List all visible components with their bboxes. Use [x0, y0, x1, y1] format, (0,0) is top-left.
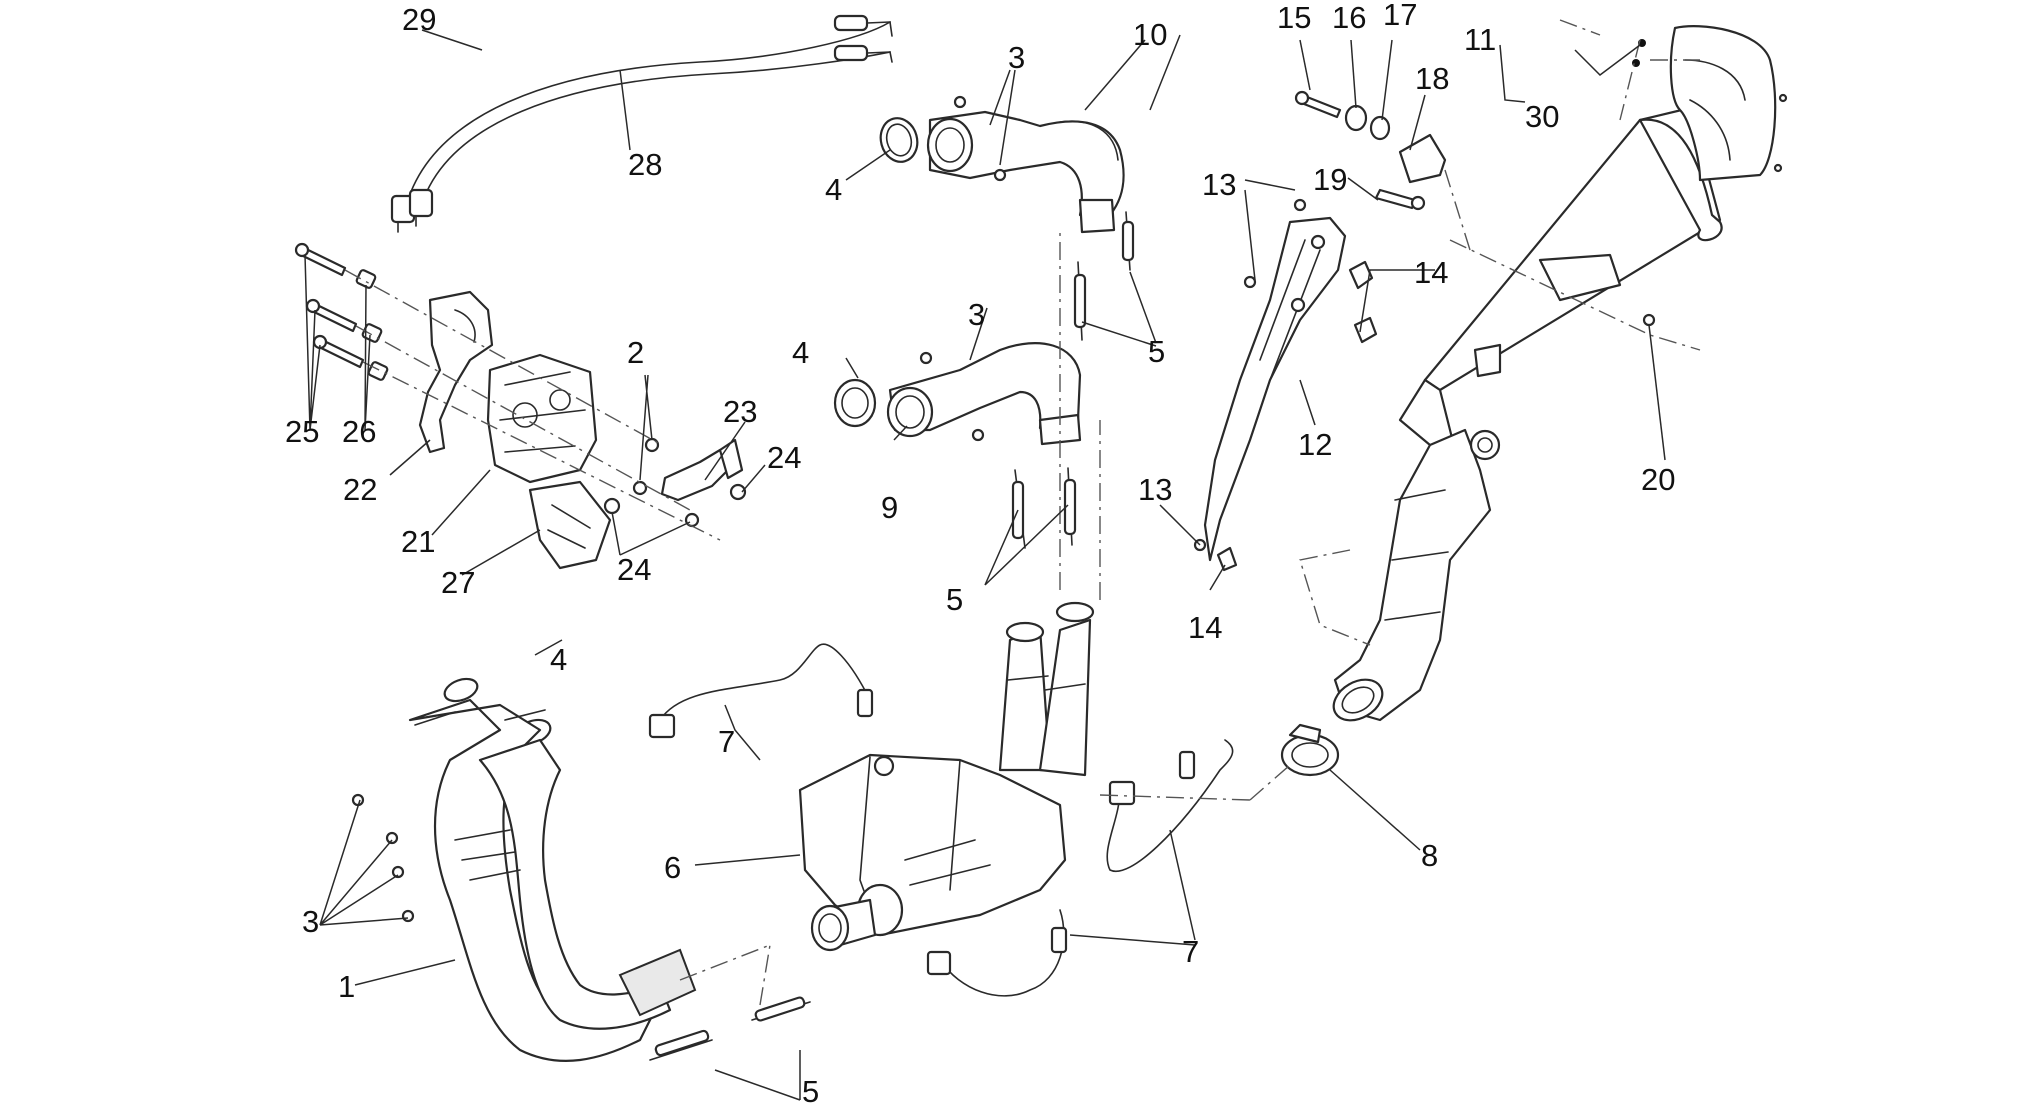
callout-label: 20 [1641, 462, 1675, 497]
callout-label: 10 [1133, 17, 1167, 52]
callout-label: 27 [441, 565, 475, 600]
pulley-bracket [660, 448, 732, 502]
silencer [1299, 19, 1788, 722]
callout-label: 5 [802, 1074, 819, 1105]
callout-label: 17 [1383, 0, 1417, 32]
callout-label: 26 [342, 414, 376, 449]
heat-shield [1193, 198, 1378, 572]
callout-label: 3 [302, 904, 319, 939]
callout-label: 8 [1421, 838, 1438, 873]
callout-label: 6 [664, 850, 681, 885]
actuator-cover [528, 480, 612, 570]
callout-label: 11 [1464, 22, 1496, 57]
callout-label: 12 [1298, 427, 1332, 462]
callout-label: 30 [1525, 99, 1559, 134]
leader-lines [304, 29, 1666, 1101]
exhaust-valve-actuator-assembly [294, 242, 747, 570]
callout-label: 16 [1332, 0, 1366, 35]
callout-label: 18 [1415, 61, 1449, 96]
callout-label: 25 [285, 414, 319, 449]
callout-label: 13 [1138, 472, 1172, 507]
callout-label: 3 [968, 297, 985, 332]
callout-label: 9 [881, 490, 898, 525]
callout-label: 5 [1148, 334, 1165, 369]
callout-label: 1 [338, 969, 355, 1004]
callout-label: 23 [723, 394, 757, 429]
callout-label: 4 [550, 642, 567, 677]
actuator-bracket [418, 290, 494, 454]
callout-label: 2 [627, 335, 644, 370]
callout-label: 19 [1313, 162, 1347, 197]
callout-label: 21 [401, 524, 435, 559]
callout-label: 4 [825, 172, 842, 207]
control-cables [390, 14, 893, 233]
callout-label: 14 [1188, 610, 1222, 645]
lambda-sensors [648, 643, 1234, 997]
callout-label: 13 [1202, 167, 1236, 202]
callout-label: 24 [617, 552, 651, 587]
callout-label: 28 [628, 147, 662, 182]
exhaust-clamp [1099, 723, 1340, 801]
callout-label: 15 [1277, 0, 1311, 35]
exhaust-header-pipes [351, 677, 771, 1062]
callout-label: 3 [1008, 40, 1025, 75]
callout-label: 4 [792, 335, 809, 370]
callout-label: 29 [402, 2, 436, 37]
callout-label: 14 [1414, 255, 1448, 290]
actuator-motor [486, 353, 598, 484]
callout-label: 5 [946, 582, 963, 617]
callout-label: 7 [1182, 934, 1199, 969]
lower-link-pipe [833, 342, 1082, 446]
springs [649, 211, 1135, 1061]
pre-silencer-box [798, 230, 1101, 952]
callout-label: 7 [718, 724, 735, 759]
callout-labels: 29 28 3 10 15 16 17 11 18 30 4 13 19 14 … [285, 0, 1675, 1105]
callout-label: 22 [343, 472, 377, 507]
callout-label: 24 [767, 440, 801, 475]
